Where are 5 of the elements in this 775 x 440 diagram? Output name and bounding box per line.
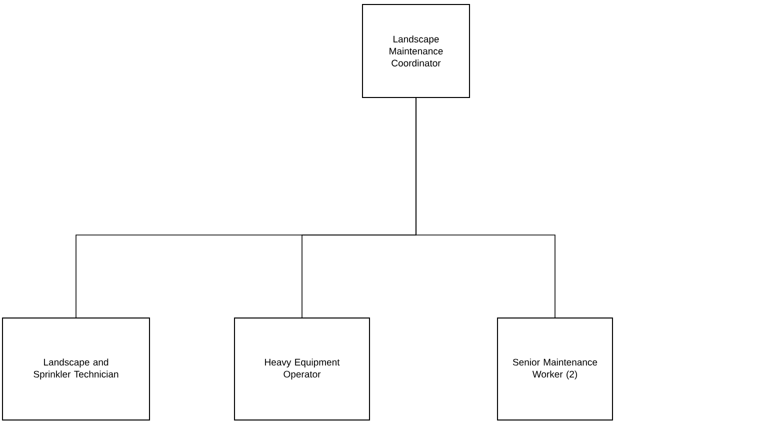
position-box: Senior Maintenance Worker (2): [497, 318, 613, 420]
position-box: Landscape and Sprinkler Technician: [2, 318, 150, 420]
position-box: Landscape Maintenance Coordinator: [362, 4, 470, 98]
connector-line: [416, 98, 556, 318]
position-box: Heavy Equipment Operator: [234, 318, 370, 420]
